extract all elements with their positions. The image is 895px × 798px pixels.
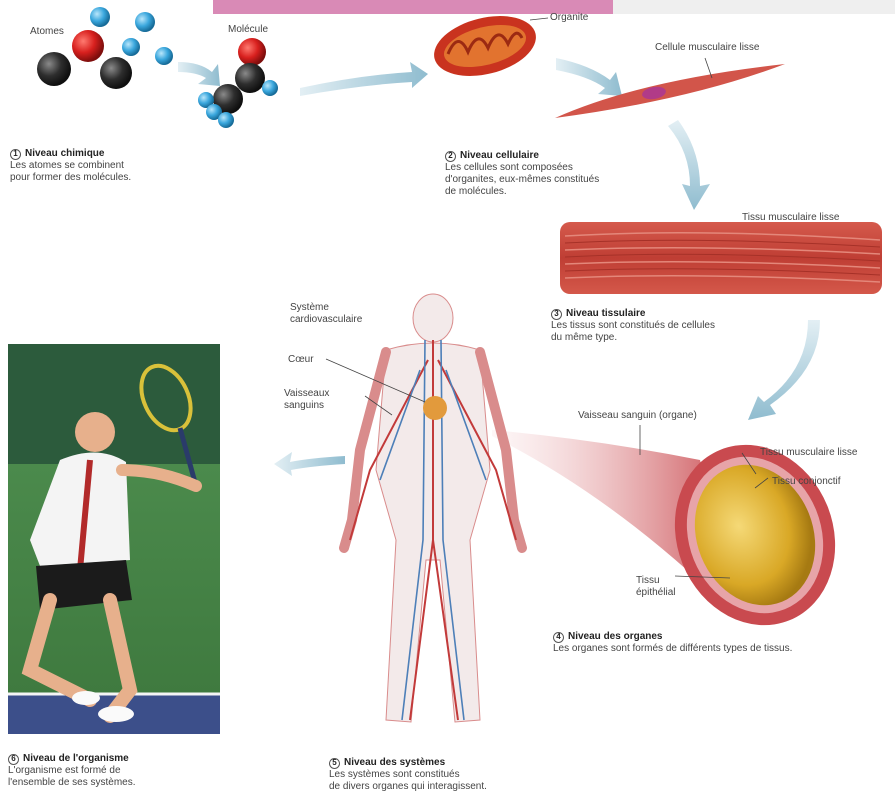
arrow-molecule-organelle xyxy=(300,62,428,96)
level-5-title: Niveau des systèmes xyxy=(344,757,445,769)
label-blood-vessels: Vaisseaux sanguins xyxy=(284,388,329,412)
arrow-organelle-cell xyxy=(556,58,622,96)
label-epithelial-tissue: Tissu épithélial xyxy=(636,575,675,599)
level-4-title: Niveau des organes xyxy=(568,631,662,643)
label-cardiovascular-system: Système cardiovasculaire xyxy=(290,302,362,326)
organism-photo xyxy=(8,344,220,734)
label-vessel-organ: Vaisseau sanguin (organe) xyxy=(578,410,697,422)
label-muscle-cell: Cellule musculaire lisse xyxy=(655,42,759,54)
level-6-number: 6 xyxy=(8,754,19,765)
level-6-caption: 6 Niveau de l'organisme L'organisme est f… xyxy=(8,753,208,789)
level-6-text: L'organisme est formé de l'ensemble de s… xyxy=(8,765,208,789)
label-atoms: Atomes xyxy=(30,26,64,38)
level-5-number: 5 xyxy=(329,758,340,769)
level-6-title: Niveau de l'organisme xyxy=(23,753,129,765)
label-muscle-tissue: Tissu musculaire lisse xyxy=(742,212,839,224)
label-organelle: Organite xyxy=(550,12,588,24)
level-4-number: 4 xyxy=(553,632,564,643)
muscle-cell-illustration xyxy=(555,58,785,118)
level-2-title: Niveau cellulaire xyxy=(460,150,539,162)
level-4-text: Les organes sont formés de différents ty… xyxy=(553,643,883,655)
label-smooth-muscle-tissue: Tissu musculaire lisse xyxy=(760,447,857,459)
level-1-text: Les atomes se combinent pour former des … xyxy=(10,160,200,184)
level-5-caption: 5 Niveau des systèmes Les systèmes sont c… xyxy=(329,757,559,793)
arrow-cell-tissue xyxy=(668,120,710,210)
label-heart: Cœur xyxy=(288,354,314,366)
label-molecule: Molécule xyxy=(228,24,268,36)
arrow-atoms-molecule xyxy=(178,62,220,86)
organelle-illustration xyxy=(428,6,548,85)
level-5-text: Les systèmes sont constitués de divers o… xyxy=(329,769,559,793)
tissue-illustration xyxy=(560,222,882,294)
arrow-system-organism xyxy=(274,452,345,476)
atoms-illustration xyxy=(37,7,173,89)
level-3-text: Les tissus sont constitués de cellules d… xyxy=(551,320,781,344)
level-2-caption: 2 Niveau cellulaire Les cellules sont com… xyxy=(445,150,665,198)
level-4-caption: 4 Niveau des organes Les organes sont for… xyxy=(553,631,883,655)
top-image-strip-gray xyxy=(613,0,895,14)
level-1-caption: 1 Niveau chimique Les atomes se combinent… xyxy=(10,148,200,184)
level-2-text: Les cellules sont composées d'organites,… xyxy=(445,162,665,198)
label-connective-tissue: Tissu conjonctif xyxy=(772,476,841,488)
level-2-number: 2 xyxy=(445,151,456,162)
level-1-number: 1 xyxy=(10,149,21,160)
level-3-title: Niveau tissulaire xyxy=(566,308,645,320)
level-3-caption: 3 Niveau tissulaire Les tissus sont const… xyxy=(551,308,781,344)
level-3-number: 3 xyxy=(551,309,562,320)
cardiovascular-body-illustration xyxy=(326,294,522,722)
level-1-title: Niveau chimique xyxy=(25,148,104,160)
